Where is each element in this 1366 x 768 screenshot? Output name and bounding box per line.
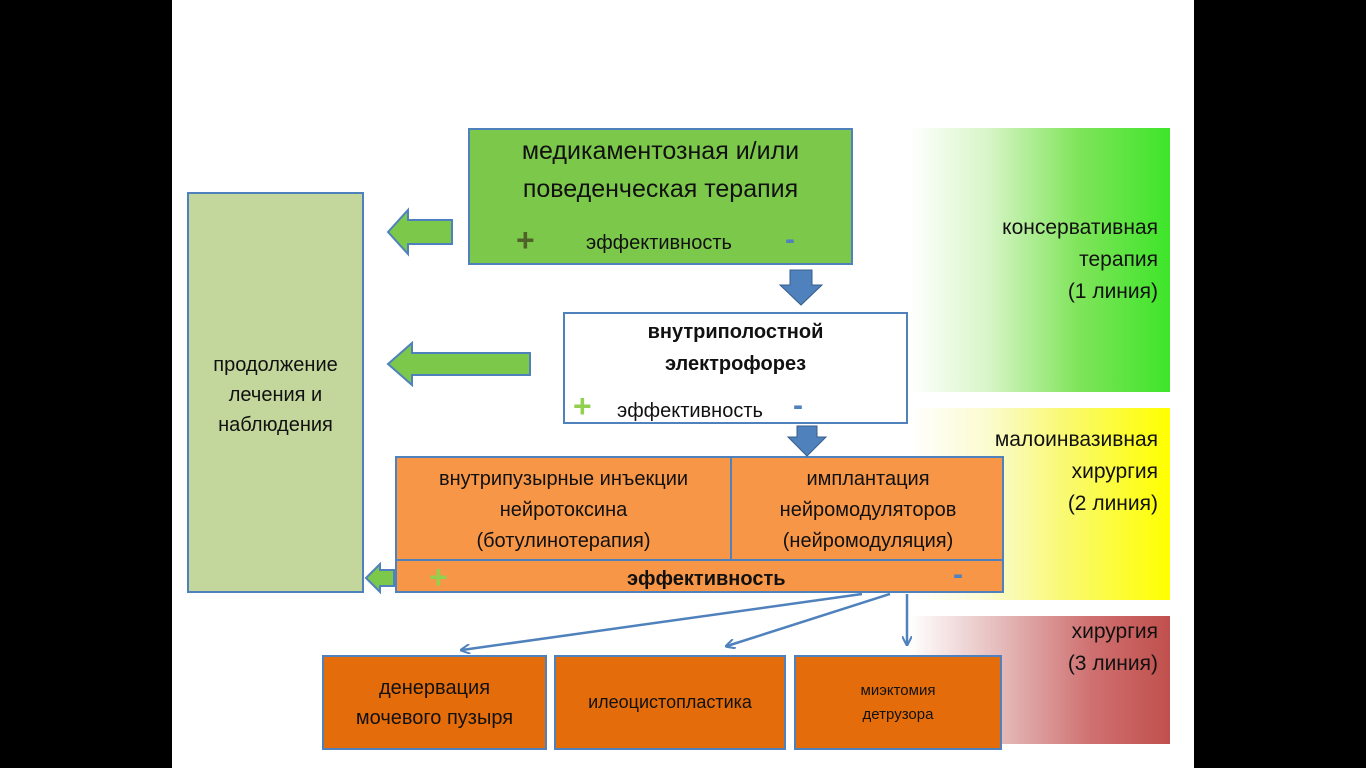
arrows-layer bbox=[364, 207, 1194, 768]
conservative-therapy-label: консервативная терапия (1 линия) bbox=[1002, 216, 1158, 303]
efficacy-plus-icon: + bbox=[573, 388, 592, 424]
efficacy-label: эффективность bbox=[586, 232, 732, 254]
efficacy-plus-icon: + bbox=[516, 222, 535, 258]
down-arrow-2 bbox=[786, 425, 828, 457]
left-arrow-3 bbox=[364, 561, 395, 595]
neuromodulation-cell: имплантация нейромодуляторов (нейромодул… bbox=[779, 468, 957, 552]
electrophoresis-box: внутриполостной электрофорез + эффективн… bbox=[563, 312, 908, 424]
left-arrow-1 bbox=[386, 207, 453, 257]
left-arrow-2 bbox=[386, 340, 531, 388]
electrophoresis-title: внутриполостной электрофорез bbox=[647, 321, 824, 375]
slide: консервативная терапия (1 линия) малоинв… bbox=[172, 0, 1194, 768]
second-line-efficacy-row: + эффективность - bbox=[397, 559, 1002, 593]
conservative-therapy-band: консервативная терапия (1 линия) bbox=[910, 128, 1170, 392]
continue-treatment-text: продолжение лечения и наблюдения bbox=[213, 354, 338, 436]
detrusor-myectomy-box: миэктомия детрузора bbox=[794, 655, 1002, 750]
continue-treatment-box: продолжение лечения и наблюдения bbox=[187, 192, 364, 593]
drug-behavioral-therapy-box: медикаментозная и/или поведенческая тера… bbox=[468, 128, 853, 265]
branch-line-denervation bbox=[462, 592, 863, 650]
down-arrow-1 bbox=[778, 269, 824, 306]
botulinum-therapy-cell: внутрипузырные инъекции нейротоксина (бо… bbox=[397, 458, 732, 559]
ileocystoplasty-box: илеоцистопластика bbox=[554, 655, 786, 750]
efficacy-minus-icon: - bbox=[793, 389, 803, 422]
branch-line-ileocystoplasty bbox=[727, 592, 891, 646]
bladder-denervation-box: денервация мочевого пузыря bbox=[322, 655, 547, 750]
second-line-box: внутрипузырные инъекции нейротоксина (бо… bbox=[395, 456, 1004, 593]
surgery-label: хирургия (3 линия) bbox=[1067, 620, 1158, 675]
efficacy-minus-icon: - bbox=[953, 558, 963, 591]
drug-therapy-title: медикаментозная и/или поведенческая тера… bbox=[521, 137, 800, 203]
minimally-invasive-label: малоинвазивная хирургия (2 линия) bbox=[994, 428, 1158, 515]
efficacy-label: эффективность bbox=[617, 400, 763, 422]
efficacy-label: эффективность bbox=[627, 568, 786, 590]
efficacy-plus-icon: + bbox=[429, 559, 448, 595]
efficacy-minus-icon: - bbox=[785, 223, 795, 256]
